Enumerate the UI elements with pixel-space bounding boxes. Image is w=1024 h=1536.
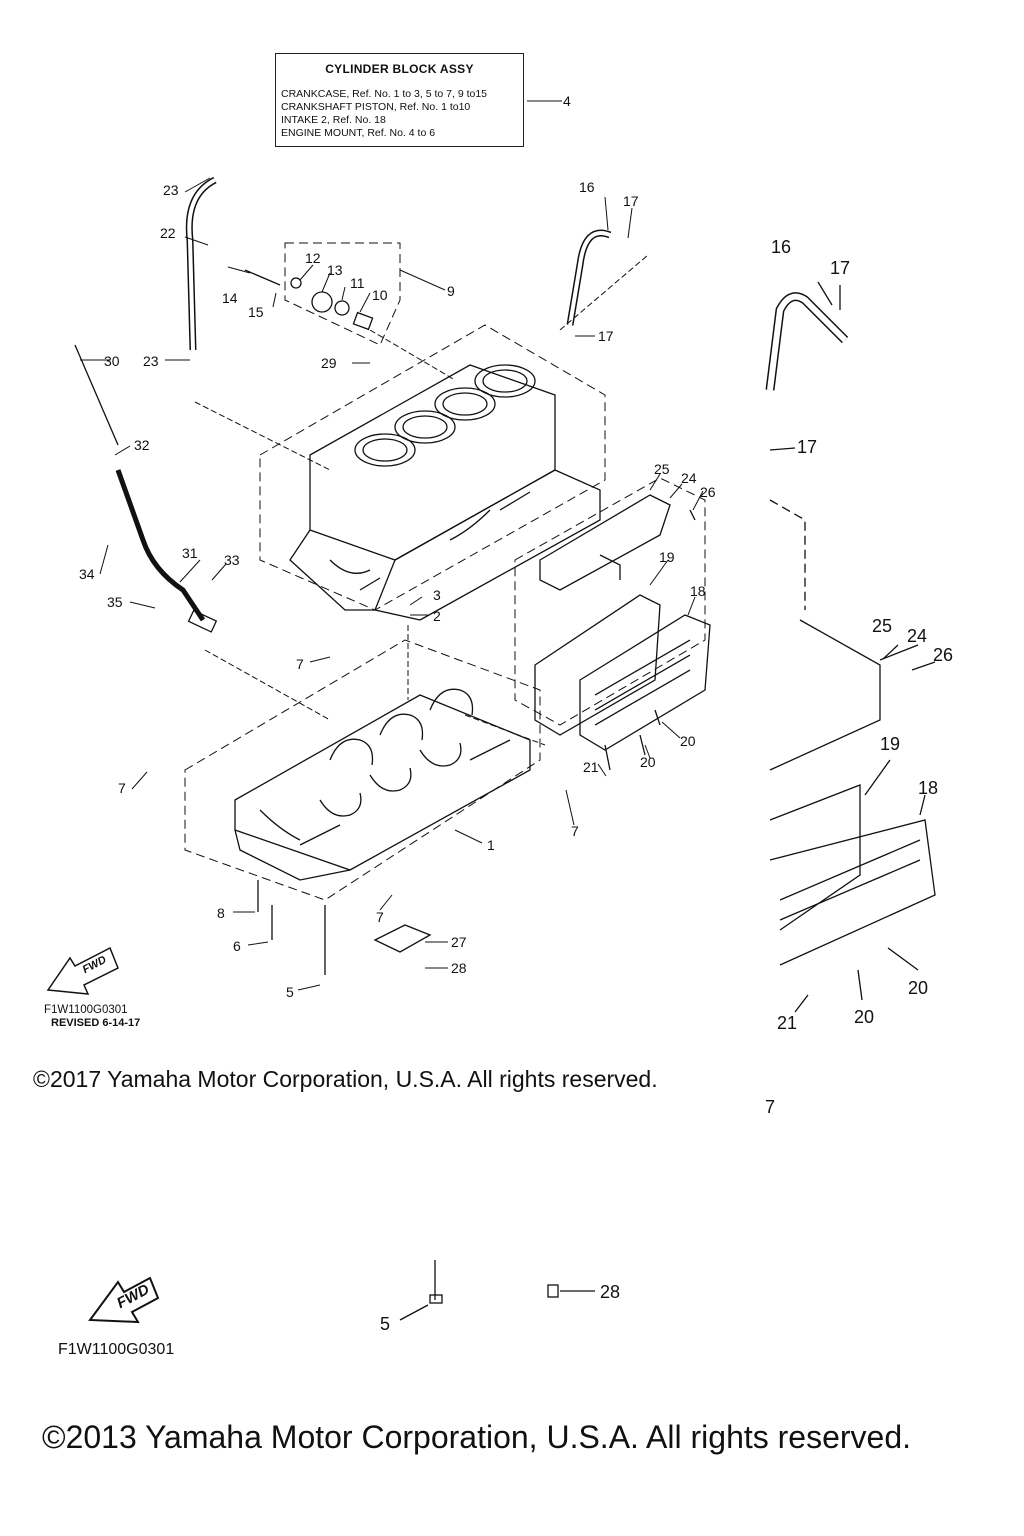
intake-cover-18	[579, 614, 711, 751]
block-group-outline	[259, 324, 606, 611]
callout-27: 27	[451, 934, 467, 950]
callout-11: 11	[350, 275, 365, 291]
right-callout-21: 21	[777, 1013, 798, 1033]
right-callout-20-a: 20	[908, 978, 929, 998]
right-callout-19: 19	[880, 734, 901, 754]
callout-16: 16	[579, 179, 595, 195]
bolts	[244, 269, 696, 975]
lower-partial-view	[399, 1260, 595, 1321]
callout-20-a: 20	[680, 733, 696, 749]
assembly-line-1: CRANKCASE, Ref. No. 1 to 3, 5 to 7, 9 to…	[281, 88, 488, 100]
intake-group-outline	[514, 477, 706, 726]
fwd-arrow-small	[46, 946, 119, 995]
callout-23-top: 23	[163, 182, 179, 198]
diagram-code: F1W1100G0301	[44, 1004, 128, 1016]
assembly-title: CYLINDER BLOCK ASSY	[325, 62, 474, 76]
callout-18: 18	[690, 583, 706, 599]
right-callout-20-b: 20	[854, 1007, 875, 1027]
lower-callout-5: 5	[380, 1314, 391, 1334]
callout-22: 22	[160, 225, 176, 241]
callout-31: 31	[182, 545, 198, 561]
callout-35: 35	[107, 594, 123, 610]
hose-22-inner	[187, 178, 216, 351]
callout-19: 19	[659, 549, 675, 565]
callout-17-top: 17	[623, 193, 639, 209]
right-callout-24: 24	[907, 626, 928, 646]
callout-15: 15	[248, 304, 264, 320]
callout-3: 3	[433, 587, 441, 603]
callout-8: 8	[217, 905, 225, 921]
dipstick-guide-31	[115, 469, 206, 622]
lower-callout-28: 28	[600, 1282, 621, 1302]
callout-33: 33	[224, 552, 240, 568]
hose-16-inner	[568, 231, 611, 326]
callout-2: 2	[433, 608, 441, 624]
callout-6: 6	[233, 938, 241, 954]
right-partial-view	[765, 281, 936, 1013]
callout-10: 10	[372, 287, 388, 303]
callout-34: 34	[79, 566, 95, 582]
assembly-line-2: CRANKSHAFT PISTON, Ref. No. 1 to10	[281, 101, 471, 113]
callout-9: 9	[447, 283, 455, 299]
callout-23-lower: 23	[143, 353, 159, 369]
intake-gasket-19	[534, 594, 661, 736]
callout-28: 28	[451, 960, 467, 976]
copyright-2013: ©2013 Yamaha Motor Corporation, U.S.A. A…	[42, 1419, 912, 1455]
callout-12: 12	[305, 250, 321, 266]
callout-29: 29	[321, 355, 337, 371]
callout-20-b: 20	[640, 754, 656, 770]
intake-manifold-25	[539, 494, 671, 591]
callout-7-a: 7	[296, 656, 304, 672]
dipstick-30	[74, 344, 119, 446]
callout-30: 30	[104, 353, 120, 369]
callout-14: 14	[222, 290, 238, 306]
right-callout-17-mid: 17	[797, 437, 818, 457]
cylinder-block	[289, 364, 601, 621]
callout-21: 21	[583, 759, 599, 775]
callout-7-d: 7	[376, 909, 384, 925]
assembly-info-box: CYLINDER BLOCK ASSY CRANKCASE, Ref. No. …	[275, 53, 524, 147]
crankcase	[234, 688, 531, 881]
right-callout-18: 18	[918, 778, 939, 798]
copyright-2017: ©2017 Yamaha Motor Corporation, U.S.A. A…	[33, 1066, 658, 1092]
valve-group-outline	[284, 242, 401, 346]
callout-17-mid: 17	[598, 328, 614, 344]
callout-13: 13	[327, 262, 343, 278]
diagram-code-lower: F1W1100G0301	[58, 1341, 175, 1358]
right-callout-17-top: 17	[830, 258, 851, 278]
revised-date: REVISED 6-14-17	[51, 1017, 141, 1029]
callout-32: 32	[134, 437, 150, 453]
assembly-line-4: ENGINE MOUNT, Ref. No. 4 to 6	[281, 127, 436, 139]
callout-1: 1	[487, 837, 495, 853]
callout-4: 4	[563, 93, 571, 109]
right-callout-16: 16	[771, 237, 792, 257]
callout-24: 24	[681, 470, 697, 486]
fwd-arrow-large	[88, 1276, 160, 1324]
right-callout-26: 26	[933, 645, 954, 665]
callout-7-b: 7	[118, 780, 126, 796]
callout-5: 5	[286, 984, 294, 1000]
right-callout-25: 25	[872, 616, 893, 636]
callout-25: 25	[654, 461, 670, 477]
right-callout-7: 7	[765, 1097, 776, 1117]
crankcase-group-outline	[184, 639, 541, 901]
callout-26: 26	[700, 484, 716, 500]
assembly-line-3: INTAKE 2, Ref. No. 18	[281, 114, 386, 126]
callout-7-c: 7	[571, 823, 579, 839]
